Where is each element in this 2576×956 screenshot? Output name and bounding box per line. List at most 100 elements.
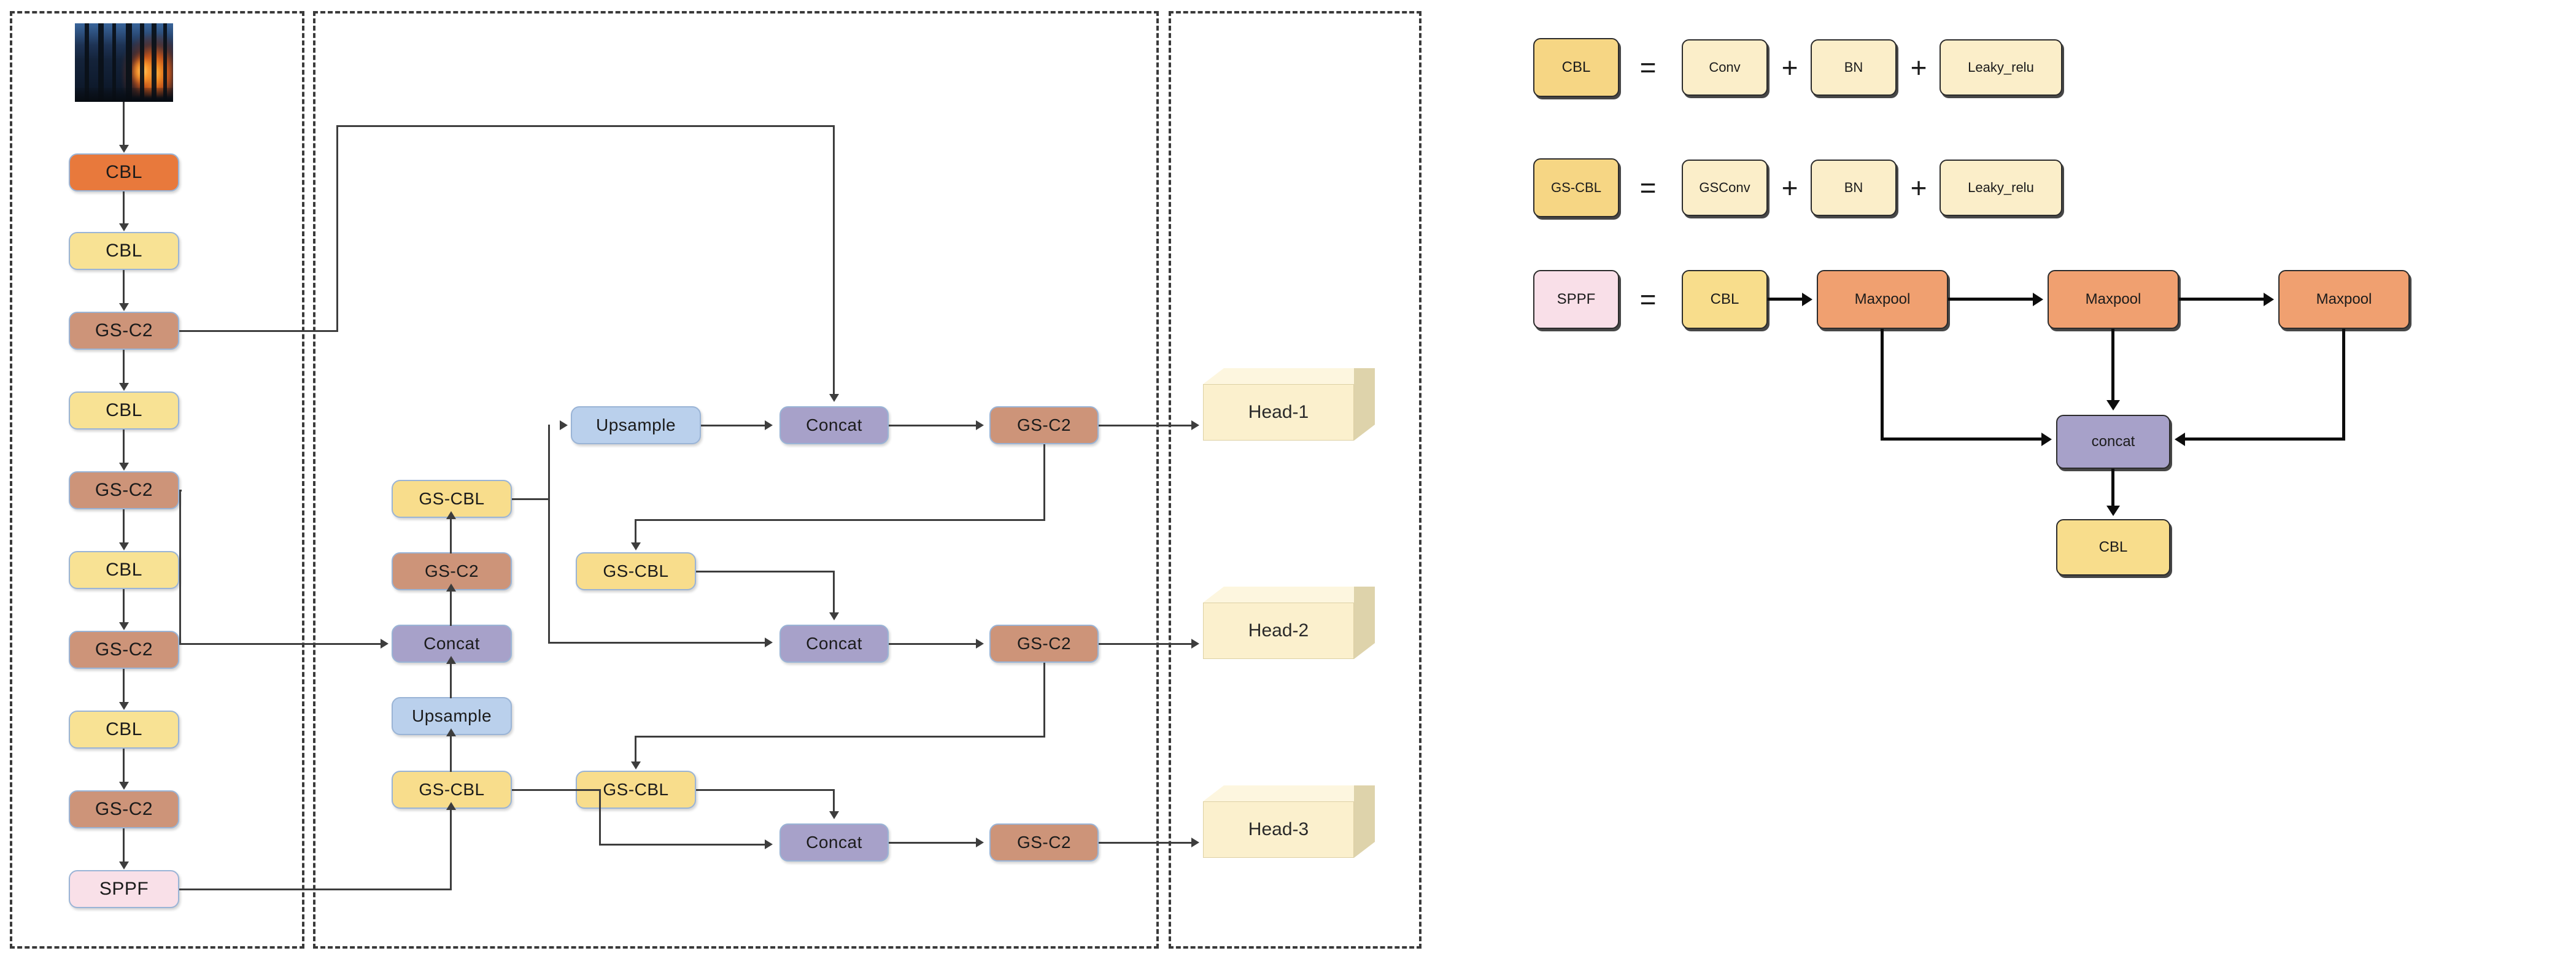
legend-part-conv[interactable]: Conv — [1682, 39, 1768, 96]
edge-gscbl1t-down — [548, 498, 550, 643]
edge-concatmr-to-gsc2out2 — [889, 643, 978, 645]
legend-edge-mp2-to-mp3 — [2179, 298, 2264, 301]
arrowhead-gsc2-3-to-cbl5 — [119, 702, 129, 710]
arrowhead-cbl2-to-gsc2-1 — [119, 303, 129, 311]
legend-arrowhead-concat-to-cblout — [2106, 506, 2120, 516]
backbone-block-gsc2-1[interactable]: GS-C2 — [69, 312, 179, 350]
backbone-block-gsc2-2[interactable]: GS-C2 — [69, 471, 179, 509]
legend-sppf-cbl-in[interactable]: CBL — [1682, 270, 1768, 329]
backbone-block-cbl-4[interactable]: CBL — [69, 551, 179, 589]
head-cube-side-1 — [1354, 368, 1375, 441]
legend-equals-3: = — [1639, 283, 1657, 315]
edge-gscbl1t-to-concatmr — [548, 642, 766, 644]
edge-to-gscbl2m — [635, 519, 636, 544]
head-output-3[interactable]: Head-3 — [1203, 785, 1375, 858]
edge-gscbl2b-right — [696, 789, 834, 791]
arrowhead-cbl1-to-cbl2 — [119, 223, 129, 231]
neck-upsample-top[interactable]: Upsample — [571, 406, 701, 444]
edge-gsc2out1-down — [1043, 444, 1045, 520]
arrowhead-bb2-to-concat-midleft — [381, 639, 389, 649]
arrowhead-gscbl1t-to-ups-top — [560, 420, 568, 430]
legend-part-gsconv[interactable]: GSConv — [1682, 160, 1768, 216]
head-output-2[interactable]: Head-2 — [1203, 587, 1375, 659]
edge-gscbl2m-down — [833, 571, 835, 614]
region-backbone — [10, 11, 304, 949]
edge-gsc2-3-to-cbl5 — [123, 669, 125, 702]
backbone-block-gsc2-4[interactable]: GS-C2 — [69, 790, 179, 828]
arrowhead-gsc2out2-to-head2 — [1191, 639, 1199, 649]
backbone-block-gsc2-3[interactable]: GS-C2 — [69, 631, 179, 669]
legend-sppf-maxpool-1[interactable]: Maxpool — [1817, 270, 1948, 329]
neck-concat-top[interactable]: Concat — [779, 406, 889, 444]
region-neck — [313, 11, 1159, 949]
backbone-block-sppf[interactable]: SPPF — [69, 870, 179, 908]
legend-arrowhead-mp1-to-mp2 — [2033, 293, 2043, 306]
backbone-block-cbl-2[interactable]: CBL — [69, 232, 179, 270]
arrowhead-to-gscbl2m — [631, 542, 641, 550]
legend-key-cbl[interactable]: CBL — [1533, 38, 1619, 97]
edge-bb1-down — [833, 125, 835, 395]
backbone-block-cbl-5[interactable]: CBL — [69, 711, 179, 749]
neck-gsc2-out3[interactable]: GS-C2 — [989, 823, 1099, 862]
neck-concat-mid-right[interactable]: Concat — [779, 625, 889, 663]
legend-edge-mp3-to-concat — [2185, 438, 2345, 441]
edge-bb1-up — [336, 125, 338, 332]
legend-sppf-concat[interactable]: concat — [2056, 415, 2170, 469]
edge-sppf-up — [450, 810, 452, 890]
edge-gsc2c1-to-gscbl1t — [450, 519, 452, 553]
edge-gsc2out2-to-head2 — [1099, 643, 1194, 645]
neck-gscbl-col1-bottom[interactable]: GS-CBL — [392, 771, 512, 809]
edge-to-gscbl2b — [635, 736, 636, 763]
legend-key-gscbl[interactable]: GS-CBL — [1533, 158, 1619, 217]
edge-gsc2-1-to-cbl3 — [123, 350, 125, 383]
legend-sppf-cbl-out[interactable]: CBL — [2056, 519, 2170, 576]
arrowhead-gscbl1t-to-concatmr — [765, 638, 773, 647]
arrowhead-gsc2out3-to-head3 — [1191, 838, 1199, 847]
head-output-1[interactable]: Head-1 — [1203, 368, 1375, 441]
legend-part-bn-1[interactable]: BN — [1811, 39, 1897, 96]
legend-edge-concat-to-cblout — [2111, 469, 2114, 507]
legend-edge-mp1-to-mp2 — [1948, 298, 2033, 301]
neck-gscbl-col2-mid[interactable]: GS-CBL — [576, 552, 696, 590]
edge-gscbl1b-to-concatbr — [599, 844, 767, 846]
legend-part-leakyrelu-2[interactable]: Leaky_relu — [1940, 160, 2062, 216]
legend-edge-cbl-to-mp1 — [1768, 298, 1803, 301]
neck-gscbl-col1-top[interactable]: GS-CBL — [392, 480, 512, 518]
edge-gscbl2m-right — [696, 571, 834, 572]
legend-equals-2: = — [1639, 172, 1657, 204]
legend-arrowhead-cbl-to-mp1 — [1802, 293, 1812, 306]
legend-plus-1a: + — [1781, 52, 1798, 83]
legend-key-sppf[interactable]: SPPF — [1533, 270, 1619, 329]
edge-bb1-right — [179, 330, 338, 332]
edge-img-to-cbl1 — [123, 102, 125, 146]
legend-arrowhead-mp2-to-mp3 — [2264, 293, 2274, 306]
legend-plus-1b: + — [1910, 52, 1927, 83]
arrowhead-concatml-to-gsc2c1 — [446, 584, 456, 592]
edge-gsc2out1-back — [635, 519, 1045, 521]
legend-arrowhead-mp3-to-concat — [2175, 433, 2185, 446]
legend-sppf-maxpool-3[interactable]: Maxpool — [2278, 270, 2410, 329]
backbone-block-cbl-3[interactable]: CBL — [69, 391, 179, 430]
legend-edge-mp1-to-concat — [1881, 438, 2041, 441]
edge-bb2-stub — [179, 490, 182, 491]
neck-gsc2-out1[interactable]: GS-C2 — [989, 406, 1099, 444]
edge-cbl3-to-gsc2-2 — [123, 430, 125, 463]
arrowhead-gsc2-1-to-cbl3 — [119, 383, 129, 391]
legend-part-leakyrelu-1[interactable]: Leaky_relu — [1940, 39, 2062, 96]
backbone-block-cbl-1[interactable]: CBL — [69, 153, 179, 191]
neck-gsc2-out2[interactable]: GS-C2 — [989, 625, 1099, 663]
edge-concatml-to-gsc2c1 — [450, 592, 452, 626]
legend-part-bn-2[interactable]: BN — [1811, 160, 1897, 216]
arrowhead-gscbl2m-to-concatmr — [829, 612, 839, 620]
edge-gscbl1t-up — [548, 425, 550, 499]
neck-concat-bottom-right[interactable]: Concat — [779, 823, 889, 862]
neck-upsample-bottom[interactable]: Upsample — [392, 697, 512, 735]
arrowhead-cbl4-to-gsc2-3 — [119, 622, 129, 630]
arrowhead-sppf-to-gscbl — [446, 802, 456, 810]
head-cube-top-1 — [1203, 368, 1354, 384]
legend-edge-mp3-down — [2342, 329, 2345, 439]
arrowhead-to-gscbl2b — [631, 761, 641, 769]
legend-sppf-maxpool-2[interactable]: Maxpool — [2048, 270, 2179, 329]
arrowhead-gscbl2b-to-concatbr — [829, 811, 839, 819]
